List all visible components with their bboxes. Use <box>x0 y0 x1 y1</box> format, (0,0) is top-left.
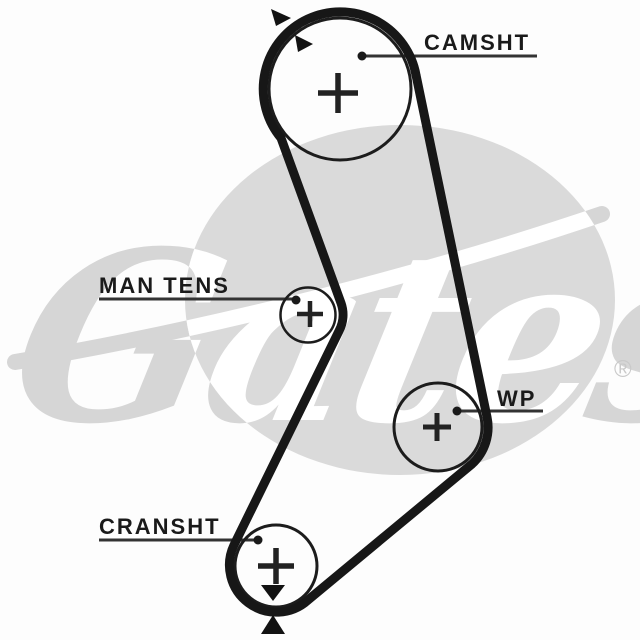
crankshaft-pulley <box>233 523 319 609</box>
tensioner-leader-dot <box>291 295 301 305</box>
camshaft-center-cross <box>318 73 358 113</box>
tensioner-pulley <box>279 286 337 344</box>
registered-trademark-symbol: ® <box>614 356 632 383</box>
water-pump-center-cross <box>423 413 451 441</box>
tensioner-label: MAN TENS <box>99 273 230 298</box>
water-pump-leader-dot <box>452 406 462 416</box>
timing-belt <box>224 7 493 617</box>
center-crosses <box>258 73 451 584</box>
water-pump-label: WP <box>497 386 536 411</box>
rotation-arrow-cam-outer-icon <box>271 9 291 26</box>
camshaft-leader-dot <box>357 51 367 61</box>
crankshaft-leader-dot <box>253 535 263 545</box>
rotation-arrows <box>261 9 313 634</box>
camshaft-pulley <box>267 16 413 162</box>
crankshaft-label: CRANSHT <box>99 514 221 539</box>
rotation-arrow-crank-lower-icon <box>261 615 285 634</box>
pulleys <box>233 16 484 609</box>
camshaft-label: CAMSHT <box>424 30 530 55</box>
tensioner-center-cross <box>297 301 323 327</box>
crankshaft-center-cross <box>258 548 294 584</box>
water-pump-pulley <box>392 381 484 473</box>
rotation-arrow-crank-upper-icon <box>261 585 285 601</box>
gates-watermark: ® <box>0 125 640 476</box>
leader-dots <box>253 51 462 545</box>
rotation-arrow-cam-inner-icon <box>295 35 313 52</box>
